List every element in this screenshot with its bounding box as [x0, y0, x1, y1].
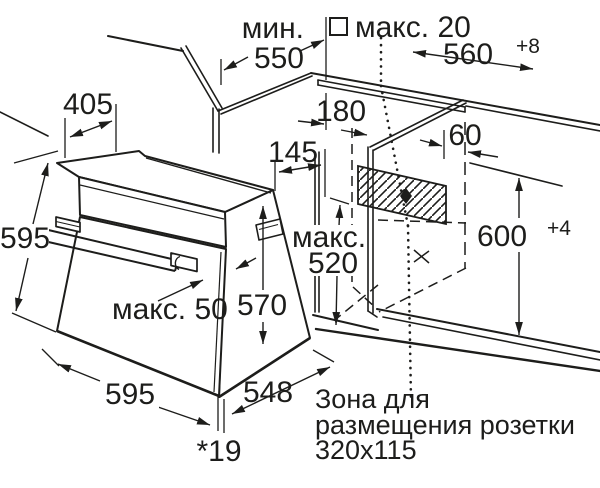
socket-note-line2: размещения розетки [315, 410, 575, 440]
dim-max-20: макс. 20 [355, 11, 471, 44]
dim-600: 600 [477, 220, 527, 253]
dim-min-prefix: мин. [242, 12, 304, 45]
dim-60: 60 [448, 119, 481, 152]
oven-body [56, 150, 311, 399]
dim-min-550: 550 [254, 42, 304, 75]
niche-cross-mark [413, 249, 430, 264]
dim-595-bottom: 595 [105, 378, 155, 411]
square-symbol [329, 17, 348, 36]
dimension-labels: мин. 550 макс. 20 560 +8 405 595 180 145… [0, 11, 571, 468]
cabinet-structure [0, 35, 600, 373]
socket-zone-hatch [357, 164, 447, 226]
dim-570: 570 [237, 289, 287, 322]
dim-548: 548 [243, 376, 293, 409]
dim-145: 145 [268, 136, 318, 169]
socket-note-line1: Зона для [315, 384, 430, 414]
dim-max-50: макс. 50 [112, 293, 228, 326]
dim-595-left: 595 [0, 222, 50, 255]
dim-180: 180 [316, 95, 366, 128]
dimension-ticks [11, 17, 445, 433]
dim-600-sup: +4 [547, 217, 571, 240]
socket-zone-center-mark [400, 188, 412, 204]
dim-560-sup: +8 [516, 35, 540, 58]
socket-note-line3: 320x115 [315, 435, 417, 465]
label-pads [1, 221, 554, 408]
dim-405: 405 [63, 88, 113, 121]
dimension-arrows [15, 39, 534, 426]
dim-max-prefix: макс. [292, 221, 366, 254]
dim-star-19: *19 [196, 435, 241, 468]
dim-520: 520 [308, 247, 358, 280]
dim-560: 560 [443, 38, 493, 71]
socket-zone-note: Зона для размещения розетки 320x115 [315, 384, 575, 465]
centerline-dotted [379, 36, 413, 402]
